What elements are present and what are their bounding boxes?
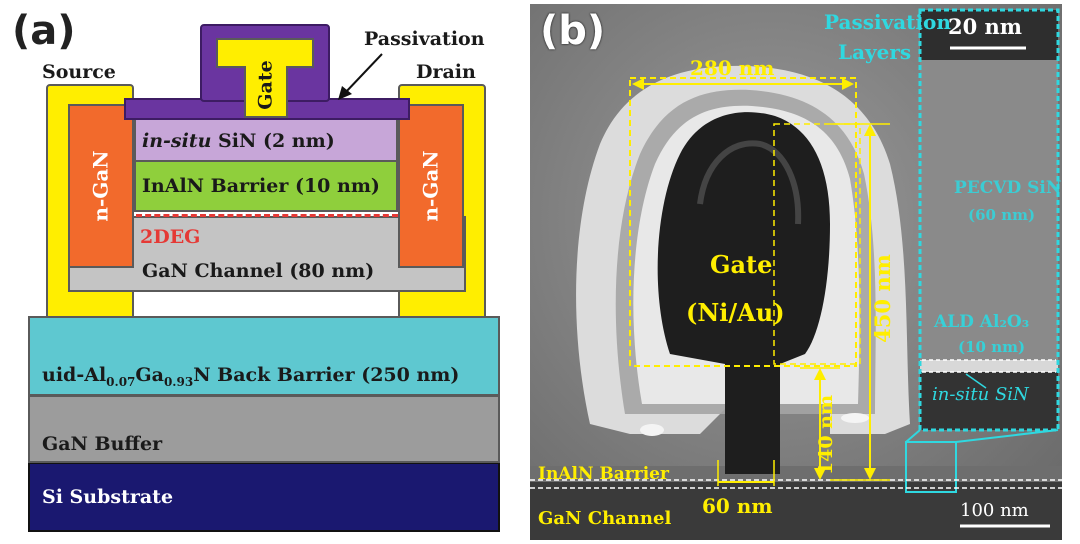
inaln-barrier-tem-label: InAlN Barrier [538,464,669,484]
ald-label-line2: (10 nm) [958,338,1026,356]
foot-dimension-label: 60 nm [702,494,773,518]
n-gan-right [398,104,464,268]
drain-label: Drain [416,61,476,83]
passivation-label: Passivation [364,28,485,50]
inset-scale-label: 20 nm [948,14,1023,39]
passivation-layers-line1: Passivation [824,10,951,34]
si-substrate-label: Si Substrate [42,486,174,508]
gan-channel-tem-label: GaN Channel [538,508,672,529]
n-gan-right-label: n-GaN [419,150,444,222]
insitu-sin-layer: in-situ SiN (2 nm) [134,118,398,162]
tem-image [530,4,1062,540]
ald-label-line1: ALD Al₂O₃ [934,312,1030,332]
passivation-arrow [338,53,383,100]
n-gan-left [68,104,134,268]
2deg-line [136,214,398,217]
gate-label: Gate [255,60,277,110]
insitu-sin-tem-label: in-situ SiN [932,384,1029,405]
back-barrier-layer: uid-Al0.07Ga0.93N Back Barrier (250 nm) [28,316,500,396]
gan-buffer-label: GaN Buffer [42,433,163,455]
gan-channel-label: GaN Channel (80 nm) [142,260,375,282]
gate-tem-line1: Gate [710,250,773,279]
back-barrier-label: uid-Al0.07Ga0.93N Back Barrier (250 nm) [42,364,460,389]
passivation-layers-line2: Layers [838,40,912,64]
height-dimension-label: 450 nm [869,253,895,343]
pecvd-label-line1: PECVD SiN [954,178,1062,198]
panel-a-label: (a) [12,8,76,54]
inaln-barrier-layer: InAlN Barrier (10 nm) [134,160,398,212]
pecvd-label-line2: (60 nm) [968,206,1036,224]
stem-dimension-label: 140 nm [815,394,838,476]
width-dimension-label: 280 nm [690,56,775,80]
n-gan-left-label: n-GaN [89,150,114,222]
inaln-barrier-label: InAlN Barrier (10 nm) [142,175,380,197]
gate-tem-line2: (Ni/Au) [686,298,785,327]
source-label: Source [42,61,116,83]
main-scale-label: 100 nm [960,500,1029,521]
2deg-label: 2DEG [140,226,201,248]
gate-stem [244,66,288,118]
gan-buffer-layer: GaN Buffer [28,395,500,463]
si-substrate-layer: Si Substrate [28,462,500,532]
insitu-sin-label: in-situ SiN (2 nm) [142,130,335,152]
panel-b-label: (b) [540,8,606,54]
